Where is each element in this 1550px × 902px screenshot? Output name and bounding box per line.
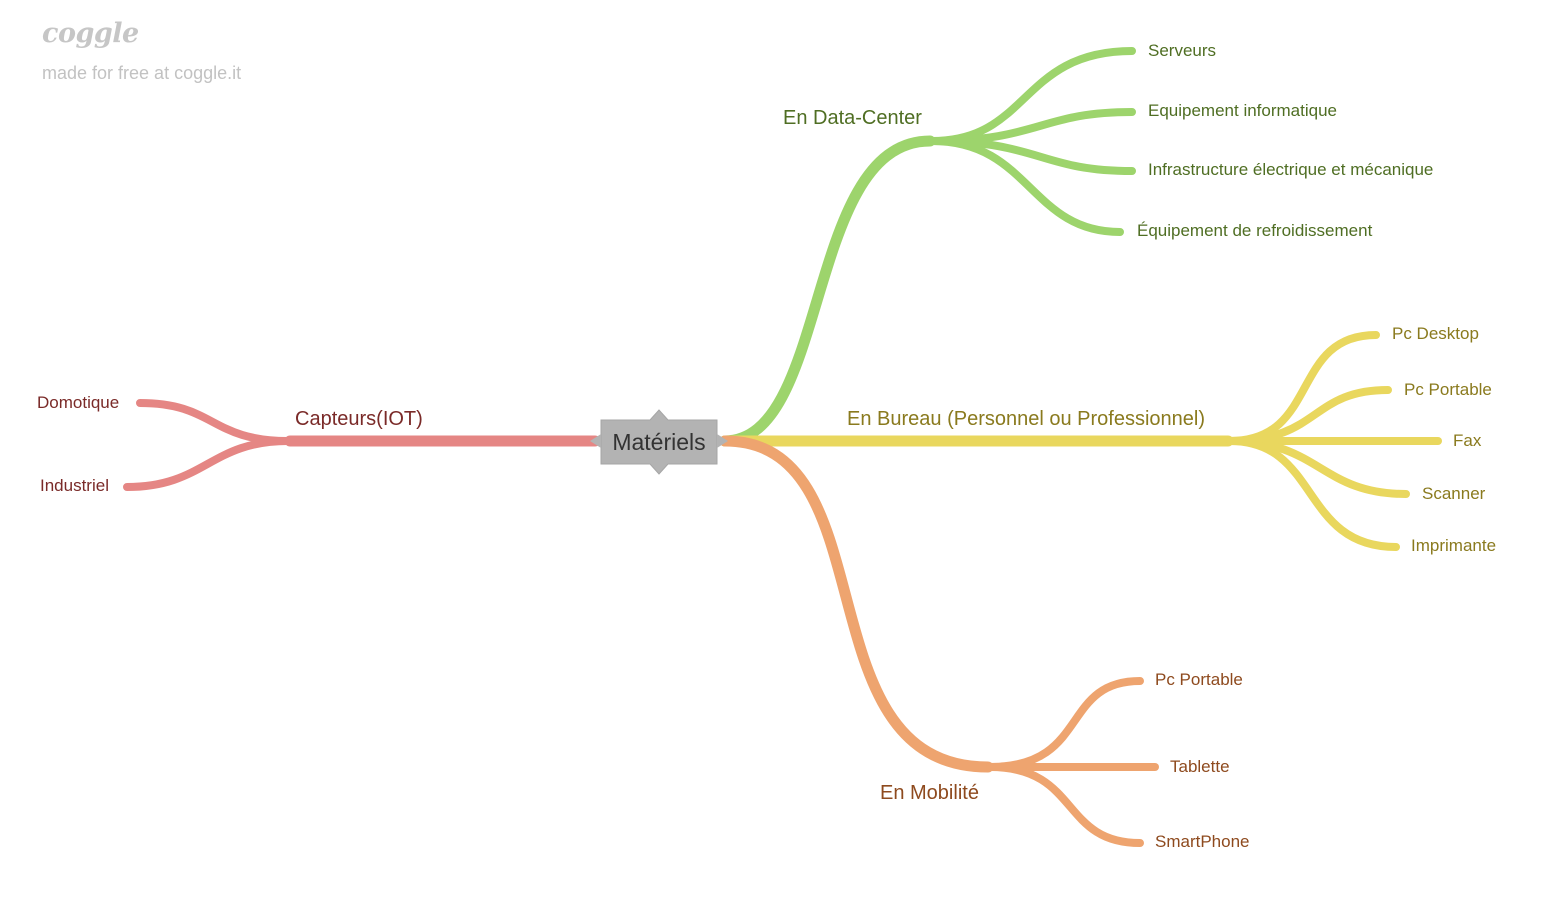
node-mobilite[interactable]: En Mobilité: [880, 782, 979, 804]
edge-capteurs-domotique: [136, 399, 292, 445]
root-node-label: Matériels: [612, 429, 705, 455]
edge-root-mobilite: [719, 435, 994, 773]
branch-mobilite: En Mobilité Pc Portable Tablette SmartPh…: [719, 435, 1250, 851]
node-smartphone[interactable]: SmartPhone: [1155, 832, 1250, 851]
node-mobilite-pc-portable[interactable]: Pc Portable: [1155, 670, 1243, 689]
root-connector-right: [717, 434, 728, 448]
edge-datacenter-refroidissement: [928, 137, 1124, 236]
node-industriel[interactable]: Industriel: [40, 476, 109, 495]
node-infrastructure-electrique[interactable]: Infrastructure électrique et mécanique: [1148, 160, 1433, 179]
node-pc-desktop[interactable]: Pc Desktop: [1392, 324, 1479, 343]
node-imprimante[interactable]: Imprimante: [1411, 536, 1496, 555]
coggle-logo: coggle: [42, 18, 139, 49]
node-equipement-informatique[interactable]: Equipement informatique: [1148, 101, 1337, 120]
node-domotique[interactable]: Domotique: [37, 393, 119, 412]
root-connector-left: [590, 434, 601, 448]
branch-capteurs: Capteurs(IOT) Domotique Industriel: [37, 393, 601, 495]
node-datacenter[interactable]: En Data-Center: [783, 107, 922, 129]
edge-datacenter-equipement-informatique: [928, 108, 1136, 145]
node-bureau-pc-portable[interactable]: Pc Portable: [1404, 380, 1492, 399]
edge-capteurs-industriel: [123, 437, 292, 491]
node-capteurs[interactable]: Capteurs(IOT): [295, 408, 423, 430]
edge-root-datacenter: [719, 135, 936, 447]
branch-bureau: En Bureau (Personnel ou Professionnel) P…: [719, 324, 1496, 555]
edge-mobilite-smartphone: [986, 763, 1144, 847]
node-equipement-refroidissement[interactable]: Équipement de refroidissement: [1137, 221, 1373, 240]
edge-mobilite-pc-portable: [986, 677, 1144, 771]
root-node-shape: [600, 409, 718, 475]
node-serveurs[interactable]: Serveurs: [1148, 41, 1216, 60]
node-fax[interactable]: Fax: [1453, 431, 1482, 450]
node-scanner[interactable]: Scanner: [1422, 484, 1486, 503]
coggle-watermark-text: made for free at coggle.it: [42, 63, 242, 83]
root-node[interactable]: Matériels: [590, 409, 728, 475]
node-tablette[interactable]: Tablette: [1170, 757, 1230, 776]
edge-bureau-imprimante: [1226, 437, 1400, 551]
edge-bureau-pc-portable: [1226, 386, 1392, 445]
node-bureau[interactable]: En Bureau (Personnel ou Professionnel): [847, 408, 1205, 430]
branch-datacenter: En Data-Center Serveurs Equipement infor…: [719, 41, 1433, 447]
